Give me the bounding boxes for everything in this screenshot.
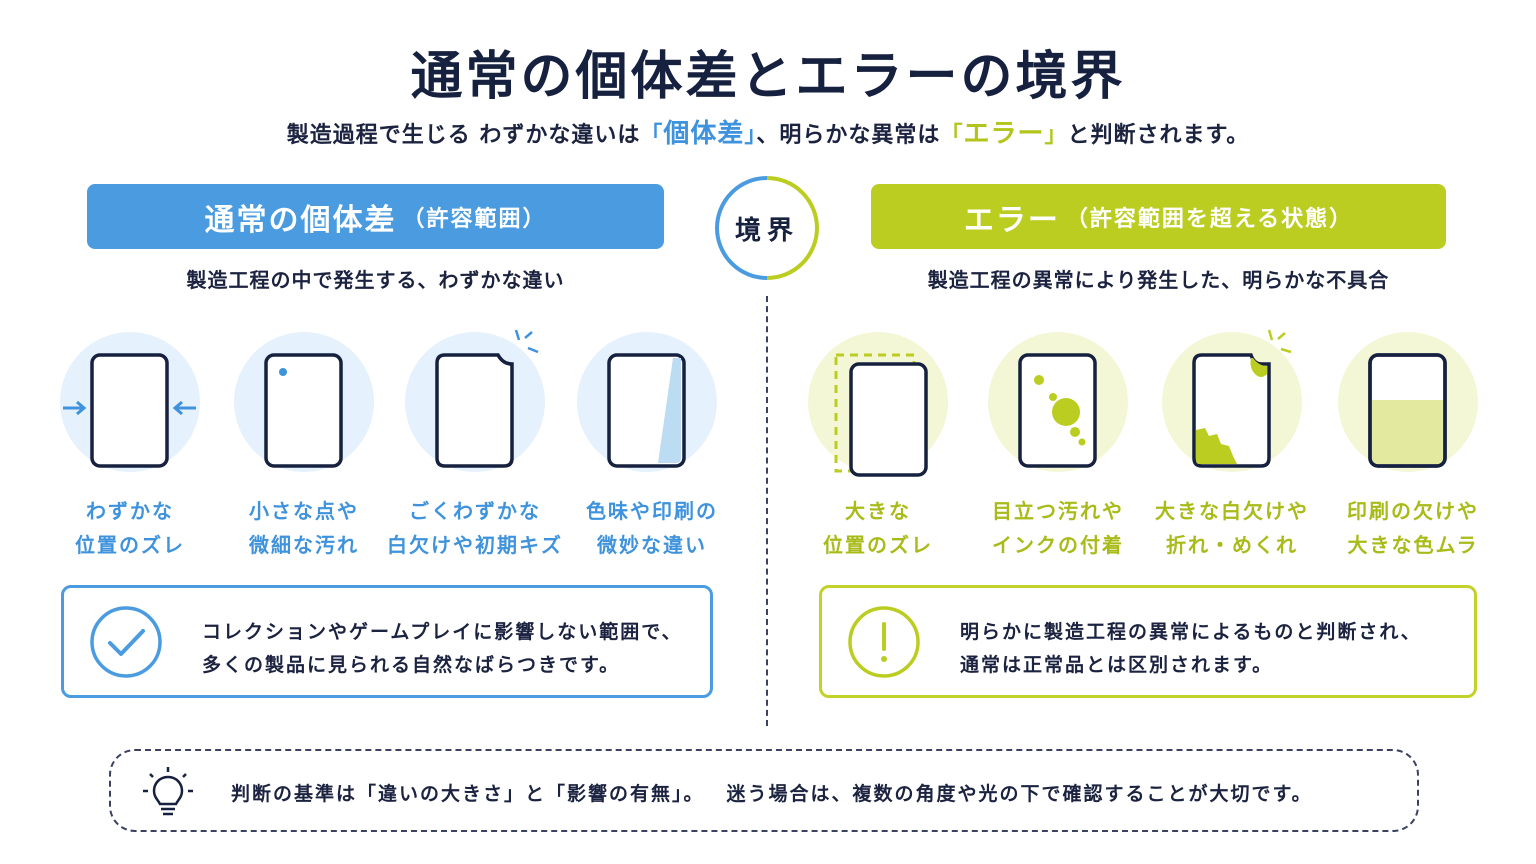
- error-note: 明らかに製造工程の異常によるものと判断され、 通常は正常品とは区別されます。: [819, 585, 1477, 698]
- color-print-variation-icon: [577, 332, 717, 472]
- subtitle-highlight-error: エラー: [963, 119, 1045, 149]
- judgment-tip-text: 判断の基準は「違いの大きさ」と「影響の有無」。迷う場合は、複数の角度や光の下で確…: [231, 783, 1313, 805]
- slight-misalignment-icon: [60, 332, 200, 472]
- error-item-label-3: 大きな白欠けや 折れ・めくれ: [1155, 499, 1309, 557]
- large-misalignment-icon: [808, 332, 948, 477]
- subtitle-bracket-open-1: 「: [640, 123, 664, 148]
- normal-variation-banner-title: 通常の個体差: [204, 202, 397, 238]
- small-dot-stain-icon: [234, 332, 374, 472]
- normal-variation-note: コレクションやゲームプレイに影響しない範囲で、 多くの製品に見られる自然なばらつ…: [61, 585, 713, 698]
- normal-variation-description: 製造工程の中で発生する、わずかな違い: [186, 268, 565, 292]
- boundary-label: 境界: [734, 216, 799, 246]
- error-banner-paren: （許容範囲を超える状態）: [1065, 206, 1354, 232]
- subtitle-prefix: 製造過程で生じる わずかな違いは: [286, 123, 641, 148]
- subtitle-suffix: と判断されます。: [1067, 123, 1250, 148]
- error-item-label-1: 大きな 位置のズレ: [823, 499, 933, 557]
- normal-item-label-1: わずかな 位置のズレ: [75, 499, 185, 557]
- large-chip-crease-icon: [1162, 329, 1302, 472]
- normal-item-label-2: 小さな点や 微細な汚れ: [249, 499, 359, 557]
- print-missing-color-unevenness-icon: [1338, 332, 1478, 472]
- subtitle-middle: 、明らかな異常は: [756, 123, 941, 148]
- subtitle-highlight-individual-difference: 個体差: [663, 119, 745, 149]
- check-icon: [90, 606, 162, 678]
- exclamation-icon: [848, 606, 920, 678]
- error-item-label-2: 目立つ汚れや インクの付着: [992, 499, 1124, 557]
- lightbulb-icon: [143, 767, 193, 816]
- subtitle-bracket-close-2: 」: [1044, 123, 1068, 148]
- ink-stain-icon: [988, 332, 1128, 472]
- judgment-tip-box: 判断の基準は「違いの大きさ」と「影響の有無」。迷う場合は、複数の角度や光の下で確…: [109, 749, 1419, 832]
- normal-variation-note-text: コレクションやゲームプレイに影響しない範囲で、 多くの製品に見られる自然なばらつ…: [202, 621, 683, 676]
- error-banner-title: エラー: [963, 202, 1060, 238]
- error-item-label-4: 印刷の欠けや 大きな色ムラ: [1347, 499, 1479, 557]
- error-note-text: 明らかに製造工程の異常によるものと判断され、 通常は正常品とは区別されます。: [960, 621, 1422, 676]
- boundary-circle-icon: [715, 176, 819, 280]
- normal-variation-banner: 通常の個体差 （許容範囲）: [87, 184, 664, 249]
- error-description: 製造工程の異常により発生した、明らかな不具合: [927, 268, 1390, 292]
- subtitle-bracket-open-2: 「: [940, 123, 964, 148]
- subtitle-bracket-close-1: 」: [744, 123, 757, 148]
- normal-item-label-4: 色味や印刷の 微妙な違い: [586, 499, 718, 557]
- error-banner: エラー （許容範囲を超える状態）: [871, 184, 1446, 249]
- page-subtitle: 製造過程で生じる わずかな違いは「個体差」、明らかな異常は「エラー」と判断されま…: [0, 113, 1536, 150]
- center-divider: [766, 296, 768, 726]
- normal-variation-banner-paren: （許容範囲）: [402, 206, 547, 232]
- normal-item-label-3: ごくわずかな 白欠けや初期キズ: [387, 499, 563, 557]
- minor-chip-scratch-icon: [405, 329, 545, 472]
- page-title: 通常の個体差とエラーの境界: [410, 47, 1126, 107]
